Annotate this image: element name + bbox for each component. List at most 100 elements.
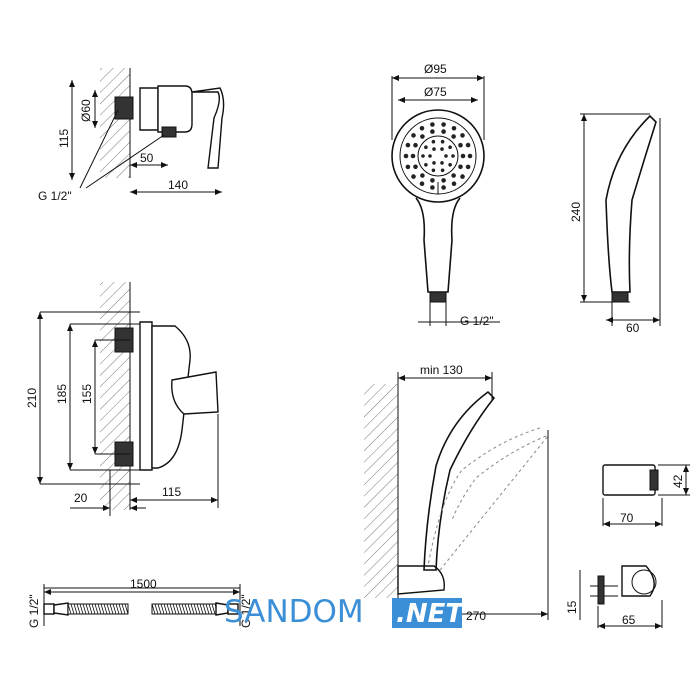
dim-mixer-depth-label: 115 <box>162 485 181 499</box>
dim-wall-label: 20 <box>74 491 88 505</box>
holder-body <box>602 464 656 496</box>
holder-top-view: 70 42 <box>602 464 690 527</box>
nozzle-dot <box>410 153 416 159</box>
dim-inner-label: Ø75 <box>424 85 447 99</box>
hose-coil-line <box>91 603 96 615</box>
nozzle-dot <box>467 153 473 159</box>
hose-coil-line <box>202 603 207 615</box>
hose-coil-line <box>205 603 210 615</box>
hose-length-label: 1500 <box>130 577 157 591</box>
hose-coil-line <box>151 603 156 615</box>
nozzle-dot <box>441 122 446 127</box>
hose-coil-line <box>79 603 84 615</box>
nozzle-dot <box>432 161 436 165</box>
hose-coil-line <box>196 603 201 615</box>
hose-thread-left: G 1/2" <box>27 594 41 628</box>
nozzle-dot <box>458 164 463 170</box>
dim-length-label: 240 <box>569 202 583 222</box>
holder-side-body <box>621 565 655 597</box>
hose-coil-line <box>211 603 216 615</box>
nozzle-dot <box>430 178 435 183</box>
shower-head-front: Ø95 Ø75 G 1/2" <box>391 62 500 328</box>
hose-coil-line <box>187 603 192 615</box>
hose-coil-line <box>178 603 183 615</box>
nozzle-dot <box>448 145 452 149</box>
hose-coil-line <box>100 603 105 615</box>
hose-view: 1500 G 1/2" G 1/2" <box>27 577 253 628</box>
hose-coil-line <box>208 603 213 615</box>
holder-side-view: 15 65 <box>565 565 663 629</box>
handle-outline <box>415 197 461 293</box>
watermark-suffix: .NET <box>396 599 465 629</box>
hose-coil-line <box>97 603 102 615</box>
nozzle-dot <box>451 154 455 158</box>
hose-coil-line <box>169 603 174 615</box>
nozzle-dot <box>424 163 428 167</box>
hose-coil-line <box>70 603 75 615</box>
head-outer-ring <box>391 109 485 203</box>
nozzle-dot <box>460 133 465 138</box>
nozzle-dot <box>430 185 435 190</box>
nozzle-dot <box>419 181 425 186</box>
wall-holder <box>397 565 445 595</box>
dim-diameter-label: Ø60 <box>79 99 93 122</box>
nozzle-dot <box>421 154 425 158</box>
nozzle-dot <box>413 164 418 170</box>
hose-coil-line <box>163 603 168 615</box>
nozzle-dot <box>428 154 432 158</box>
mixer-front-view: 210 185 155 20 115 <box>25 282 219 516</box>
hose-coil-line <box>115 603 120 615</box>
shower-head-side: 240 60 <box>569 113 661 335</box>
dim-total-label: 210 <box>25 388 39 408</box>
hose-coil-line <box>76 603 81 615</box>
nozzle-dot <box>430 129 435 134</box>
nozzle-dot <box>431 139 436 144</box>
hose-coil-line <box>190 603 195 615</box>
hose-coil-line <box>73 603 78 615</box>
hose-coil-line <box>199 603 204 615</box>
dim-min-label: min 130 <box>420 363 463 377</box>
nozzle-dot <box>465 142 471 148</box>
inlet-thread <box>114 96 134 120</box>
hose-coil-line <box>157 603 162 615</box>
nozzle-dot <box>403 153 409 159</box>
nozzle-dot <box>411 133 416 138</box>
nozzle-dot <box>451 173 456 178</box>
dim-a-label: 185 <box>55 384 69 404</box>
nozzle-dot <box>451 134 456 139</box>
nozzle-dot <box>413 142 418 148</box>
hose-coil-line <box>172 603 177 615</box>
lever <box>191 87 225 169</box>
installation-view: min 130 max 270 <box>364 363 549 623</box>
hose-coil-line <box>112 603 117 615</box>
nozzle-dot <box>444 154 448 158</box>
outlet-thread <box>161 126 177 138</box>
hose-coil-line <box>67 603 72 615</box>
nozzle-dot <box>441 178 446 183</box>
dim-height-label: 115 <box>57 129 71 148</box>
hose-coil-line <box>103 603 108 615</box>
hose-coil-line <box>181 603 186 615</box>
hose-coil-line <box>106 603 111 615</box>
hose-coil-line <box>184 603 189 615</box>
hose-left-segment <box>67 603 129 615</box>
wall-hatch <box>100 68 130 178</box>
mixer-body <box>139 87 159 131</box>
watermark: SANDOM .NET <box>224 594 465 630</box>
nozzle-dot <box>405 164 411 170</box>
hose-right-segment <box>151 603 219 615</box>
hose-coil-line <box>124 603 129 615</box>
holder-height-label: 42 <box>671 474 685 488</box>
mixer-front-body <box>151 325 191 469</box>
nozzle-dot <box>419 126 425 131</box>
nozzle-dot <box>451 126 457 131</box>
watermark-brand: SANDOM <box>224 594 364 630</box>
nozzle-dot <box>411 174 416 179</box>
mixer-side-view: 115 Ø60 50 140 G 1/2" <box>38 68 225 203</box>
nozzle-dot <box>465 164 471 170</box>
installed-head <box>423 390 496 571</box>
nozzle-dot <box>451 181 457 186</box>
hose-coil-line <box>109 603 114 615</box>
dim-width-label: 60 <box>626 321 640 335</box>
